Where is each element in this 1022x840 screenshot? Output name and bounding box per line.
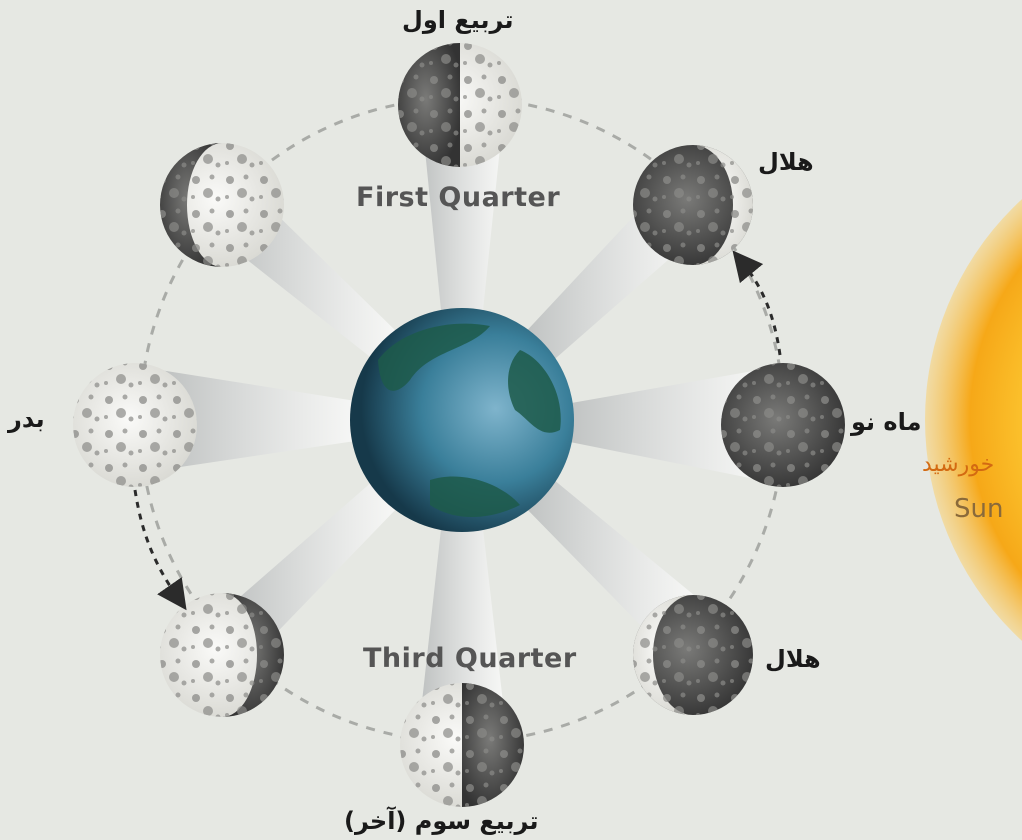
label-third-quarter-fa: تربیع سوم (آخر) — [344, 807, 539, 835]
label-sun-en: Sun — [954, 494, 1004, 524]
label-full-moon-fa: بدر — [8, 405, 45, 433]
moon-waxing-crescent — [633, 145, 753, 265]
orbit-direction-arrow-left — [133, 489, 187, 611]
moon-waning-gibbous — [160, 593, 284, 717]
moon-full-moon — [73, 363, 197, 487]
label-third-quarter-en: Third Quarter — [363, 643, 577, 674]
moon-waning-crescent — [633, 595, 753, 715]
beam-third-quarter — [420, 520, 505, 720]
earth — [350, 308, 574, 532]
orbit-direction-arrow-right — [732, 250, 782, 356]
moon-waxing-gibbous — [160, 143, 284, 267]
moon-first-quarter — [398, 43, 522, 167]
label-waning-crescent-fa: هلال — [765, 645, 821, 673]
label-new-moon-fa: ماه نو — [851, 408, 922, 436]
beam-waning-gibbous — [225, 480, 400, 652]
label-first-quarter-fa: تربیع اول — [402, 6, 514, 34]
beam-waning-crescent — [520, 475, 700, 640]
beam-new-moon — [560, 368, 770, 482]
beam-full-moon — [160, 370, 362, 470]
label-waxing-crescent-fa: هلال — [758, 148, 814, 176]
label-sun-fa: خورشید — [922, 452, 995, 477]
moon-third-quarter — [400, 683, 524, 807]
sun — [925, 199, 1022, 641]
label-first-quarter-en: First Quarter — [356, 182, 561, 213]
moon-new-moon — [721, 363, 845, 487]
